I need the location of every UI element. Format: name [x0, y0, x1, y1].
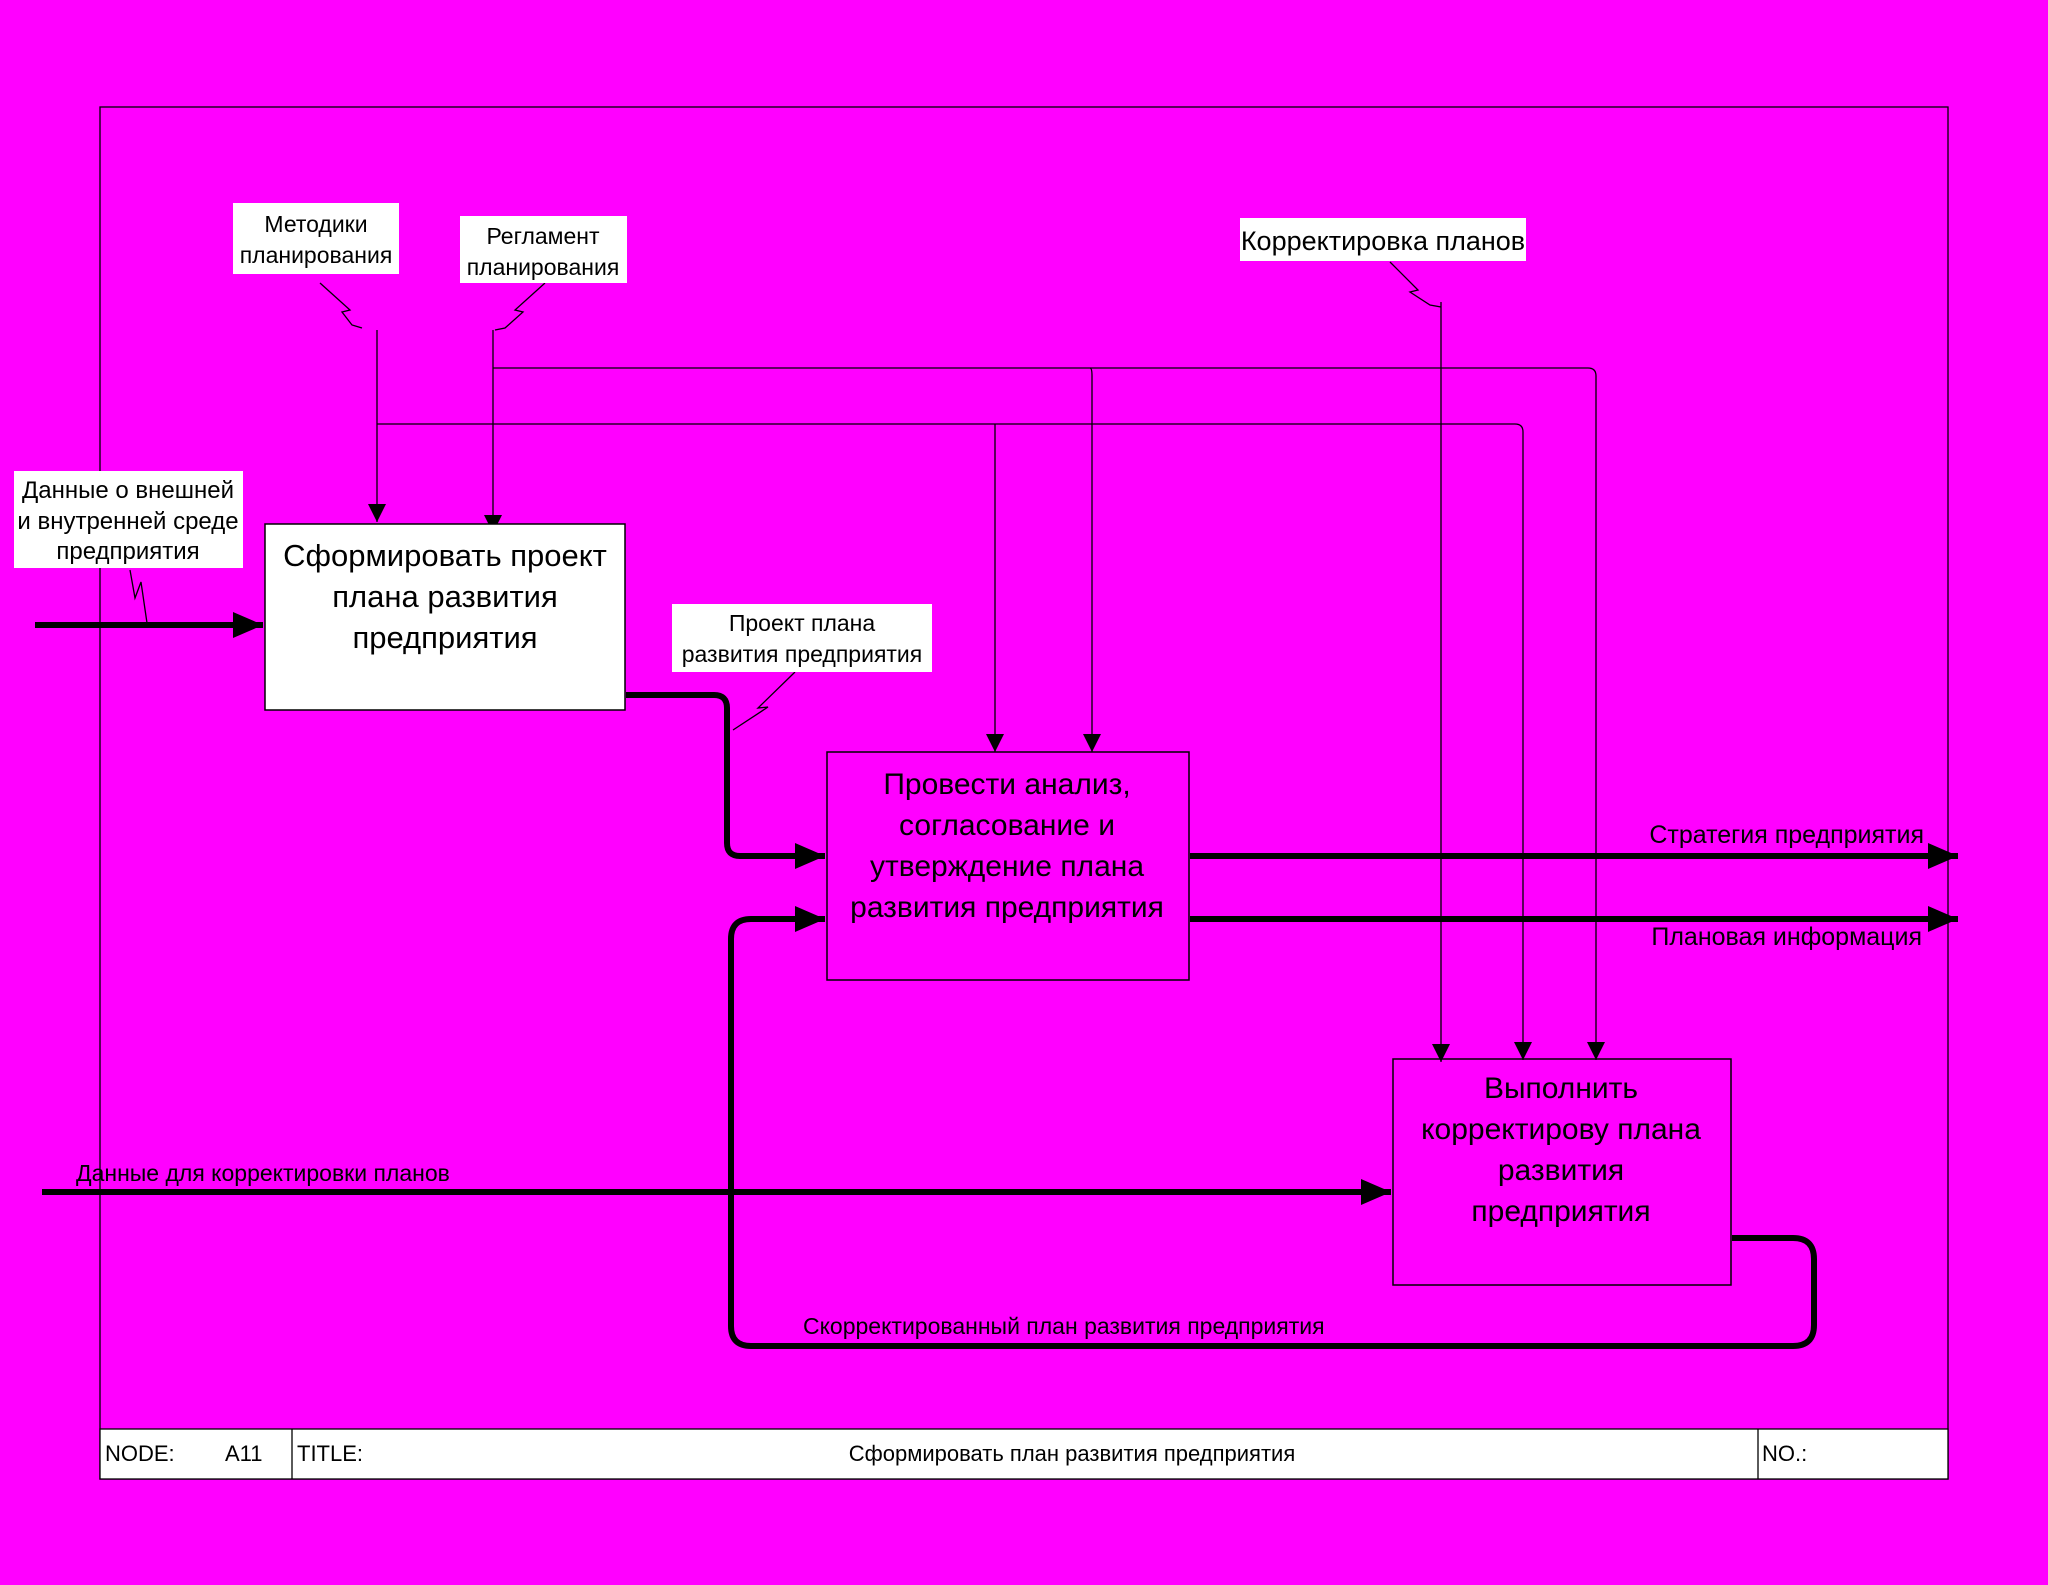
footer-title-value: Сформировать план развития предприятия — [849, 1441, 1295, 1466]
footer-number-label: NO.: — [1762, 1441, 1807, 1466]
activity-a1-line1: Сформировать проект — [283, 538, 607, 573]
squiggle-methods — [319, 282, 363, 329]
label-correction: Корректировка планов — [1241, 226, 1525, 256]
activity-box-a1[interactable] — [264, 523, 626, 711]
label-strategy: Стратегия предприятия — [1649, 821, 1924, 849]
label-correction-data: Данные для корректировки планов — [76, 1160, 450, 1186]
label-draft-plan-line1: Проект плана — [729, 610, 876, 636]
label-input-data-line3: предприятия — [56, 538, 199, 565]
label-regulation-line2: планирования — [467, 254, 620, 280]
footer-node-label: NODE: — [105, 1441, 175, 1466]
footer-node-value: A11 — [225, 1441, 263, 1466]
activity-a1-line2: плана развития — [332, 579, 558, 614]
label-box-regulation — [460, 216, 627, 283]
activity-box-a2[interactable] — [826, 751, 1190, 981]
activity-a1-line3: предприятия — [352, 620, 537, 655]
footer-title-label: TITLE: — [297, 1441, 363, 1466]
label-box-correction — [1240, 218, 1526, 261]
activity-a2-line4: развития предприятия — [850, 891, 1164, 924]
activity-box-a3[interactable] — [1392, 1058, 1732, 1286]
label-regulation-line1: Регламент — [486, 223, 600, 249]
label-planning-info: Плановая информация — [1651, 923, 1922, 951]
activity-a2-line3: утверждение плана — [870, 850, 1144, 883]
activity-a3-line2: корректирову плана — [1421, 1113, 1701, 1146]
squiggle-input-data — [129, 569, 148, 624]
arrow-corrected-plan[interactable] — [728, 906, 1817, 1349]
label-box-methods — [233, 203, 399, 274]
squiggle-regulation — [494, 282, 546, 331]
squiggle-draft-plan — [732, 671, 796, 731]
label-box-draft-plan — [672, 604, 932, 672]
arrow-draft-plan[interactable] — [626, 692, 825, 869]
label-input-data-line1: Данные о внешней — [22, 477, 234, 504]
activity-a3-line4: предприятия — [1471, 1195, 1650, 1228]
label-methods-line1: Методики — [264, 211, 367, 237]
arrow-methods-branch[interactable] — [377, 423, 1532, 1060]
activity-a3-line1: Выполнить — [1484, 1072, 1638, 1105]
label-methods-line2: планирования — [240, 242, 393, 268]
arrow-regulation-branch[interactable] — [493, 367, 1605, 1060]
footer-bar — [99, 1428, 1949, 1480]
label-draft-plan-line2: развития предприятия — [682, 641, 923, 667]
activity-a2-line2: согласование и — [899, 809, 1115, 842]
label-corrected-plan: Скорректированный план развития предприя… — [803, 1313, 1325, 1339]
squiggle-correction — [1389, 261, 1442, 308]
arrow-regulation-to-a2[interactable] — [1083, 367, 1101, 752]
activity-a3-line3: развития — [1498, 1154, 1624, 1187]
label-box-input-data — [14, 471, 243, 568]
activity-a2-line1: Провести анализ, — [883, 768, 1130, 801]
label-input-data-line2: и внутренней среде — [17, 508, 238, 535]
